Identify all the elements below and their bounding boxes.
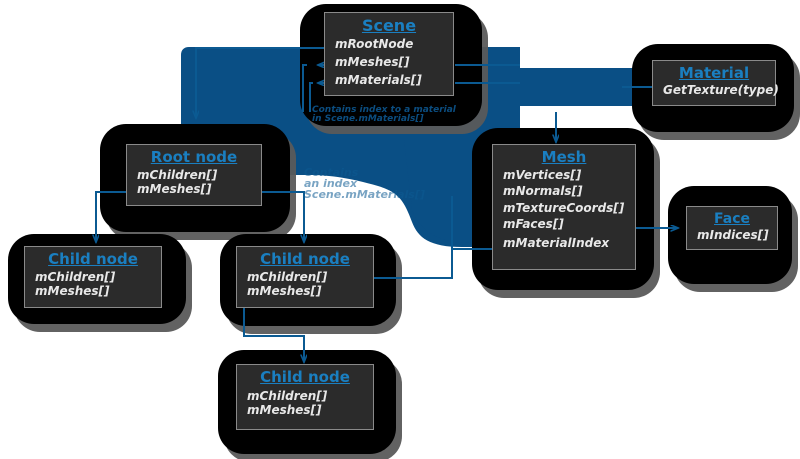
- node-mesh-field-2: mTextureCoords[]: [503, 200, 625, 215]
- node-material-field-0: GetTexture(type): [663, 83, 779, 98]
- node-face-field-0: mIndices[]: [697, 228, 769, 243]
- node-child-node-bottom-title: Child node: [260, 368, 350, 386]
- ghost-caption-line2: an index: [304, 177, 358, 190]
- node-child-node-bottom-field-0: mChildren[]: [247, 389, 328, 404]
- node-material[interactable]: Material GetTexture(type): [652, 60, 779, 106]
- node-root-node[interactable]: Root node mChildren[] mMeshes[]: [126, 144, 262, 206]
- ghost-caption-line1: Contains: [304, 166, 359, 179]
- node-material-title: Material: [678, 64, 750, 82]
- node-child-node-left-field-0: mChildren[]: [35, 270, 116, 285]
- node-scene-field-0: mRootNode: [335, 37, 414, 52]
- node-child-node-middle-title: Child node: [260, 250, 350, 268]
- node-mesh-field-3: mFaces[]: [503, 216, 564, 231]
- node-child-node-bottom-field-1: mMeshes[]: [247, 403, 322, 418]
- node-child-node-left[interactable]: Child node mChildren[] mMeshes[]: [24, 246, 162, 308]
- node-scene-field-2: mMaterials[]: [335, 72, 422, 87]
- node-root-node-title: Root node: [150, 148, 238, 166]
- scene-material-caption: Contains index to a material in Scene.mM…: [312, 105, 456, 125]
- node-child-node-left-title: Child node: [48, 250, 138, 268]
- node-child-node-middle-field-1: mMeshes[]: [247, 284, 322, 299]
- node-face[interactable]: Face mIndices[]: [686, 206, 778, 250]
- node-root-node-field-0: mChildren[]: [137, 168, 218, 183]
- node-scene[interactable]: Scene mRootNode mMeshes[] mMaterials[]: [324, 12, 454, 96]
- node-child-node-middle[interactable]: Child node mChildren[] mMeshes[]: [236, 246, 374, 308]
- node-scene-field-1: mMeshes[]: [335, 54, 410, 69]
- caption-line-1: Contains index to a material: [312, 105, 456, 115]
- node-mesh-field-4: mMaterialIndex: [503, 235, 610, 250]
- node-mesh[interactable]: Mesh mVertices[] mNormals[] mTextureCoor…: [492, 144, 636, 270]
- node-scene-title: Scene: [361, 16, 417, 35]
- node-child-node-left-field-1: mMeshes[]: [35, 284, 110, 299]
- node-mesh-field-0: mVertices[]: [503, 168, 582, 183]
- node-root-node-field-1: mMeshes[]: [137, 182, 212, 197]
- node-mesh-title: Mesh: [541, 148, 587, 166]
- caption-line-2: in Scene.mMaterials[]: [312, 114, 424, 125]
- ghost-caption: Contains an index Scene.mMaterials[]: [304, 167, 425, 200]
- node-child-node-bottom[interactable]: Child node mChildren[] mMeshes[]: [236, 364, 374, 430]
- ghost-caption-line3: Scene.mMaterials[]: [304, 188, 425, 201]
- node-face-title: Face: [714, 211, 750, 227]
- node-child-node-middle-field-0: mChildren[]: [247, 270, 328, 285]
- node-mesh-field-1: mNormals[]: [503, 184, 583, 199]
